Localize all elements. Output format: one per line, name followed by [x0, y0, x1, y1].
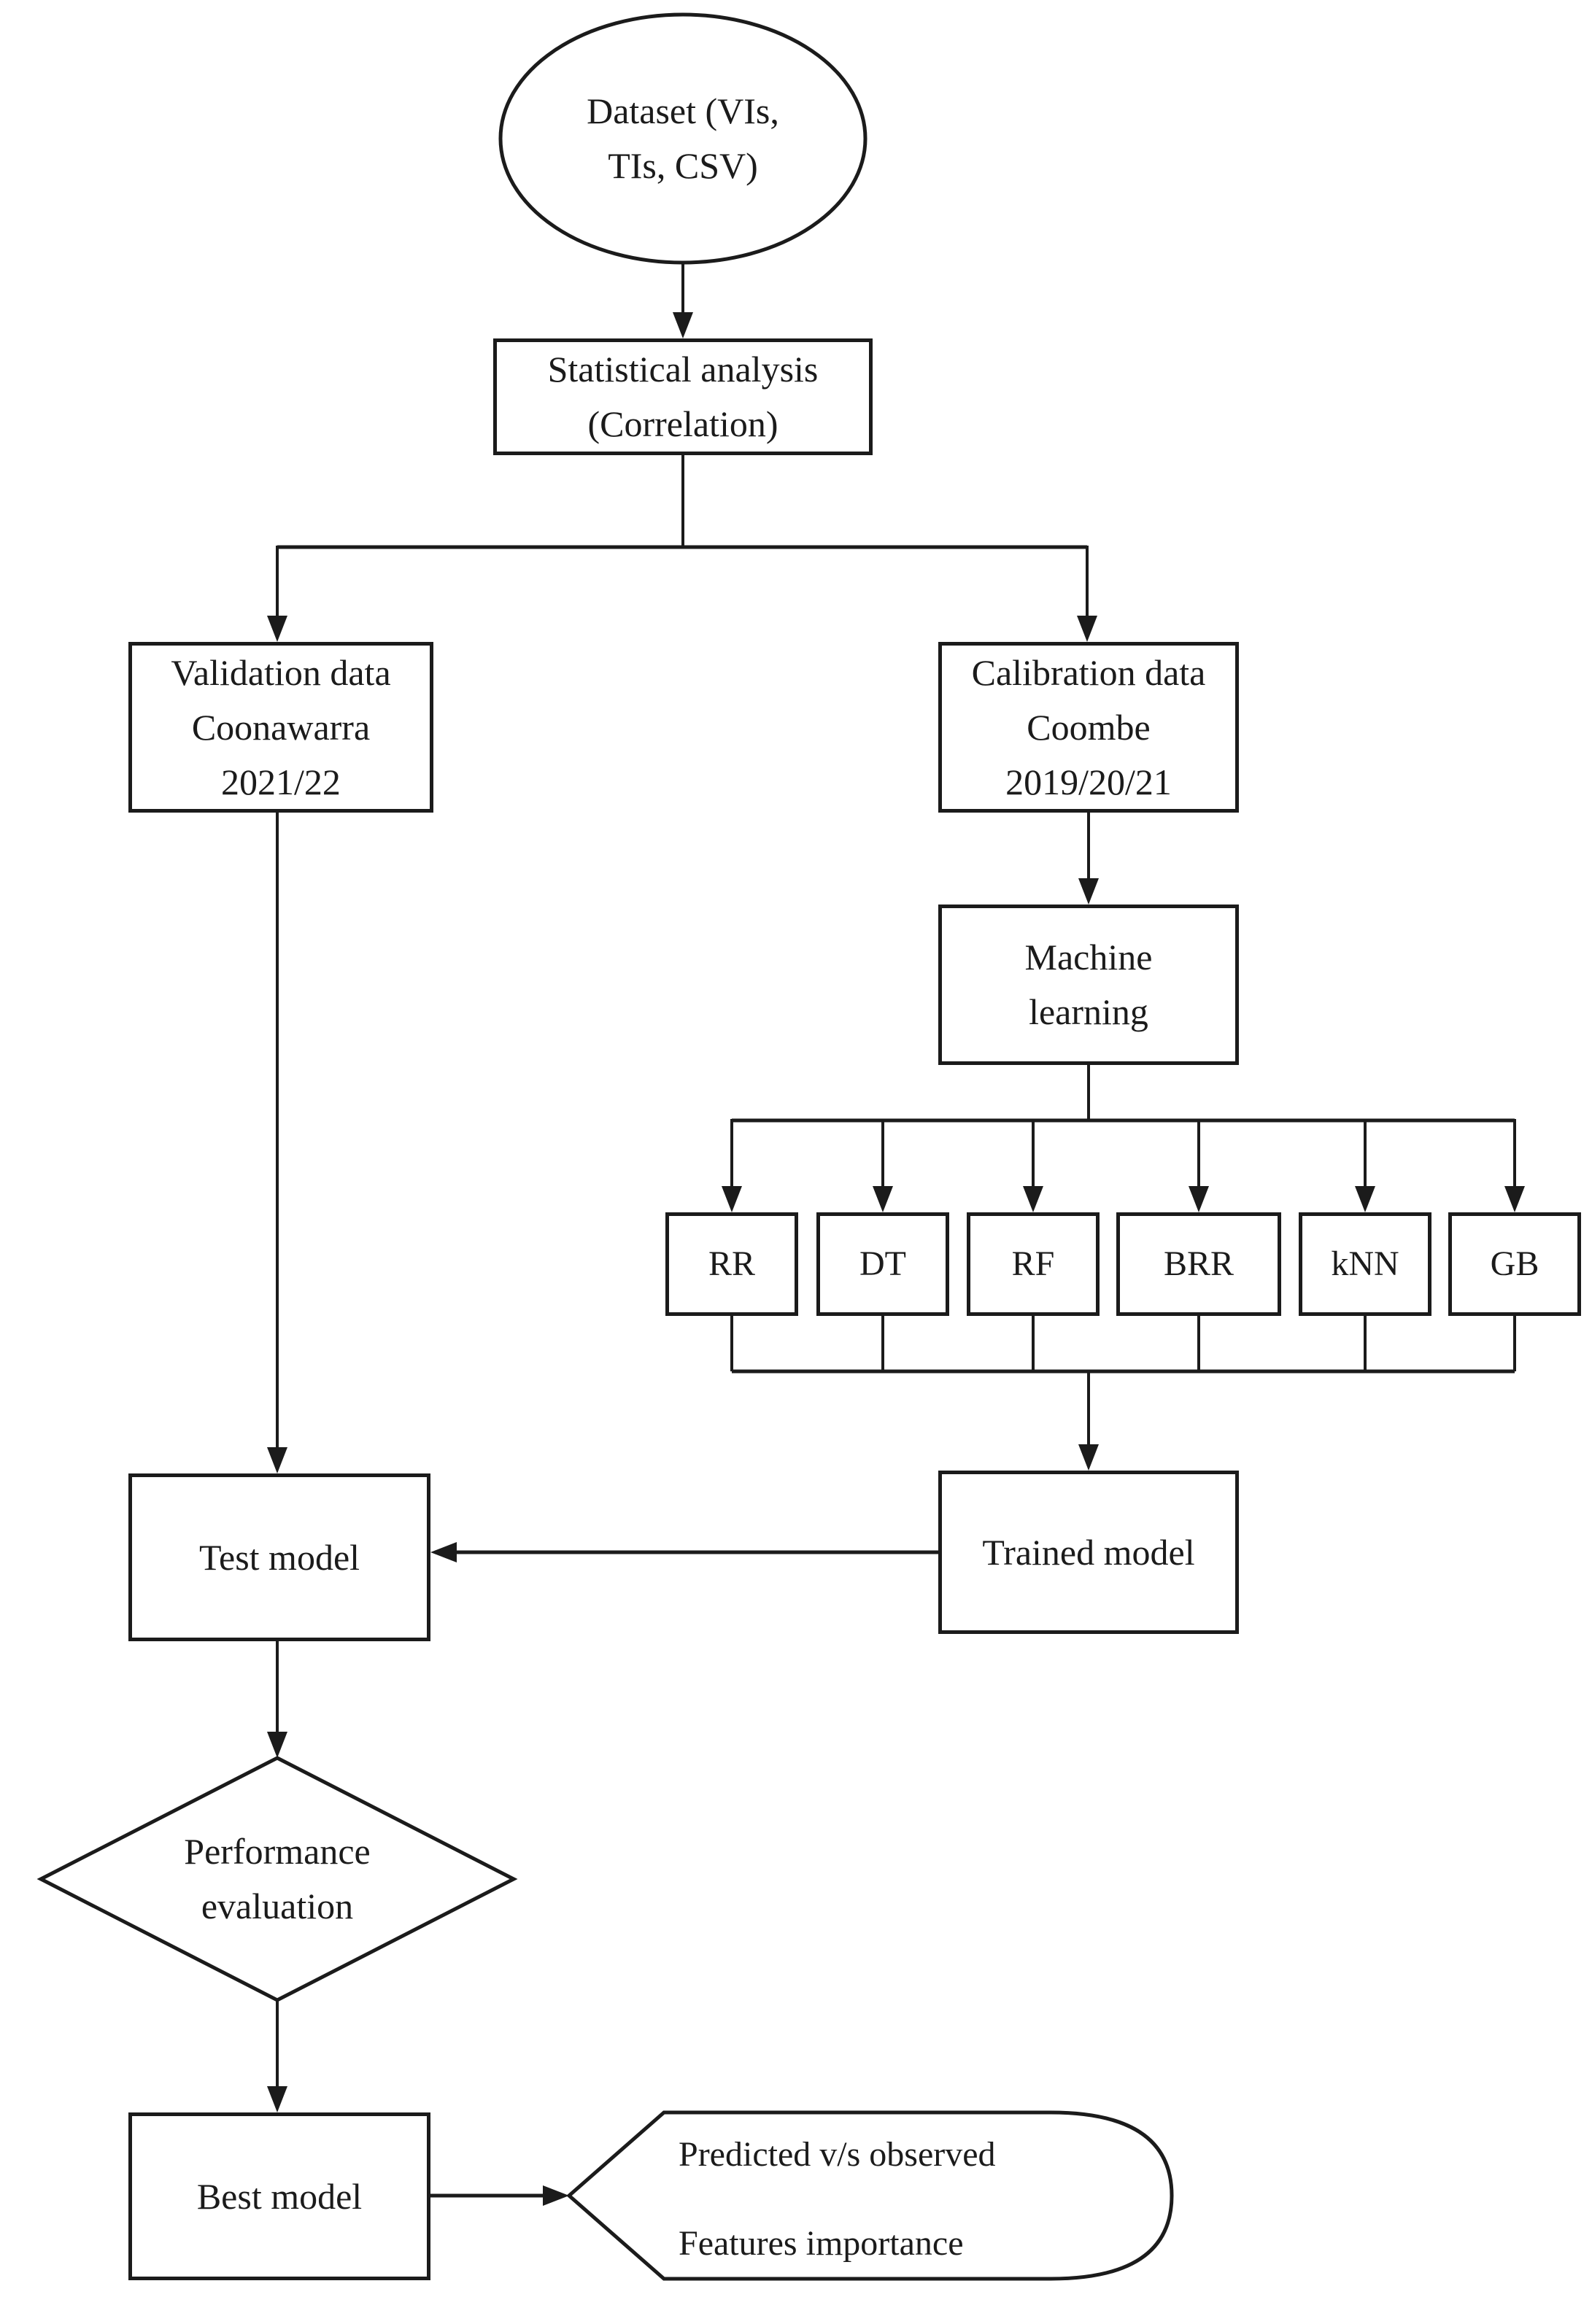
best-model-label: Best model: [196, 2175, 363, 2217]
node-best-model: Best model: [128, 2112, 430, 2280]
dataset-label: Dataset (VIs, TIs, CSV): [587, 90, 779, 186]
node-trained-model: Trained model: [938, 1471, 1239, 1634]
calibration-data-label: Calibration data Coombe 2019/20/21: [971, 651, 1206, 802]
outputs-line2-label: Features importance: [679, 2224, 964, 2263]
model-rr-label: RR: [708, 1244, 756, 1283]
node-outputs: Predicted v/s observed Features importan…: [679, 2134, 1145, 2265]
node-model-rf: RF: [967, 1212, 1100, 1316]
machine-learning-label: Machine learning: [1024, 937, 1153, 1032]
dataset-ellipse-shape: [498, 12, 868, 265]
node-model-brr: BRR: [1116, 1212, 1281, 1316]
performance-evaluation-label: Performance evaluation: [184, 1831, 371, 1926]
node-model-knn: kNN: [1299, 1212, 1431, 1316]
node-statistical-analysis: Statistical analysis (Correlation): [493, 338, 873, 455]
statistical-analysis-label: Statistical analysis (Correlation): [547, 349, 819, 444]
node-model-dt: DT: [816, 1212, 949, 1316]
node-performance-evaluation: Performance evaluation: [88, 1821, 467, 1937]
test-model-label: Test model: [198, 1536, 360, 1578]
node-dataset: Dataset (VIs, TIs, CSV): [501, 44, 865, 233]
model-rf-label: RF: [1011, 1244, 1055, 1283]
model-gb-label: GB: [1490, 1244, 1539, 1283]
node-test-model: Test model: [128, 1473, 430, 1641]
validation-data-label: Validation data Coonawarra 2021/22: [171, 651, 391, 802]
model-knn-label: kNN: [1331, 1244, 1399, 1283]
model-brr-label: BRR: [1163, 1244, 1234, 1283]
model-dt-label: DT: [859, 1244, 906, 1283]
outputs-display-shape: [566, 2110, 1174, 2281]
node-model-gb: GB: [1448, 1212, 1581, 1316]
outputs-line1-label: Predicted v/s observed: [679, 2135, 996, 2174]
node-machine-learning: Machine learning: [938, 905, 1239, 1065]
trained-model-label: Trained model: [982, 1531, 1195, 1573]
node-validation-data: Validation data Coonawarra 2021/22: [128, 642, 433, 813]
node-model-rr: RR: [665, 1212, 798, 1316]
node-calibration-data: Calibration data Coombe 2019/20/21: [938, 642, 1239, 813]
